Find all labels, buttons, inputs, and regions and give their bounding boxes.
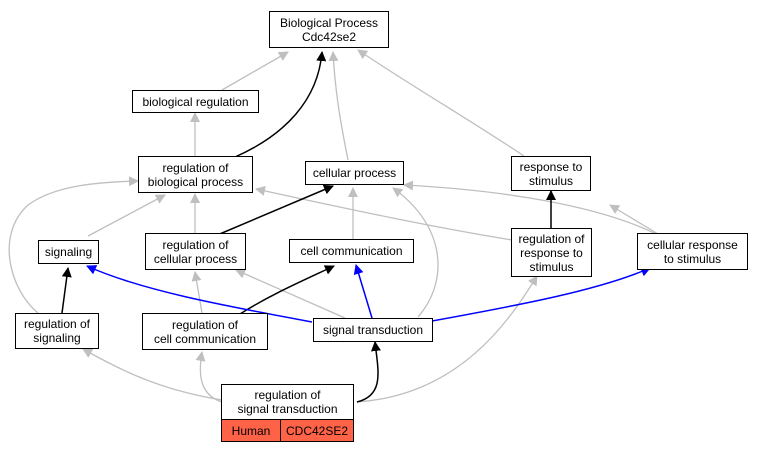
edge-sig-trans-to-cell-resp bbox=[431, 267, 651, 322]
node-signal-transduction[interactable]: signal transduction bbox=[313, 318, 433, 342]
node-cellular-process[interactable]: cellular process bbox=[305, 161, 404, 185]
edge-sig-trans-to-cell-comm bbox=[353, 264, 373, 319]
node-signaling[interactable]: signaling bbox=[38, 240, 99, 264]
node-regulation-of-response-to-stimulus[interactable]: regulation of response to stimulus bbox=[511, 228, 592, 277]
edge-reg-resp-stim-to-reg-bio-proc bbox=[255, 186, 513, 241]
node-regulation-of-biological-process[interactable]: regulation of biological process bbox=[138, 156, 253, 193]
edge-reg-bio-proc-to-root bbox=[234, 51, 327, 158]
node-regulation-of-cellular-process[interactable]: regulation of cellular process bbox=[145, 233, 246, 270]
edge-sig-trans-to-reg-cell-proc bbox=[235, 269, 346, 319]
edge-sig-trans-to-cell-proc bbox=[392, 187, 439, 318]
edge-reg-signaling-to-reg-bio-proc bbox=[8, 176, 139, 314]
edge-reg-cell-comm-to-reg-cell-proc bbox=[191, 271, 203, 314]
edge-reg-sig-trans-to-reg-resp-stim bbox=[356, 275, 538, 403]
node-cell-communication[interactable]: cell communication bbox=[289, 239, 414, 263]
edge-cell-resp-to-cell-proc bbox=[403, 180, 661, 237]
edge-reg-sig-trans-to-sig-trans bbox=[356, 341, 381, 403]
edge-cell-resp-to-resp-stim bbox=[609, 204, 659, 235]
node-cellular-response-to-stimulus[interactable]: cellular response to stimulus bbox=[637, 233, 748, 270]
edge-reg-sig-trans-to-reg-cell-comm bbox=[195, 351, 223, 403]
node-biological-regulation[interactable]: biological regulation bbox=[132, 90, 259, 113]
edge-reg-cell-comm-to-cell-comm bbox=[239, 265, 335, 315]
edge-reg-cell-proc-to-cell-proc bbox=[214, 184, 334, 237]
node-biological-process-root[interactable]: Biological Process Cdc42se2 bbox=[269, 11, 389, 48]
edge-sig-trans-to-signaling bbox=[86, 265, 313, 323]
edge-cell-proc-to-root bbox=[328, 51, 349, 161]
edge-bio-reg-to-root bbox=[221, 51, 289, 91]
node-regulation-of-cell-communication[interactable]: regulation of cell communication bbox=[142, 313, 268, 350]
node-response-to-stimulus[interactable]: response to stimulus bbox=[511, 156, 591, 191]
node-regulation-of-signaling[interactable]: regulation of signaling bbox=[15, 313, 99, 349]
annotation-species-tag[interactable]: Human bbox=[221, 419, 281, 442]
edge-reg-signaling-to-signaling bbox=[61, 267, 72, 314]
edge-resp-stim-to-root bbox=[357, 49, 525, 157]
annotation-gene-tag[interactable]: CDC42SE2 bbox=[280, 419, 354, 442]
edge-signaling-to-reg-bio-proc bbox=[87, 194, 166, 237]
node-regulation-of-signal-transduction[interactable]: regulation of signal transduction bbox=[221, 384, 354, 420]
edge-reg-sig-trans-to-reg-signaling bbox=[82, 348, 223, 401]
